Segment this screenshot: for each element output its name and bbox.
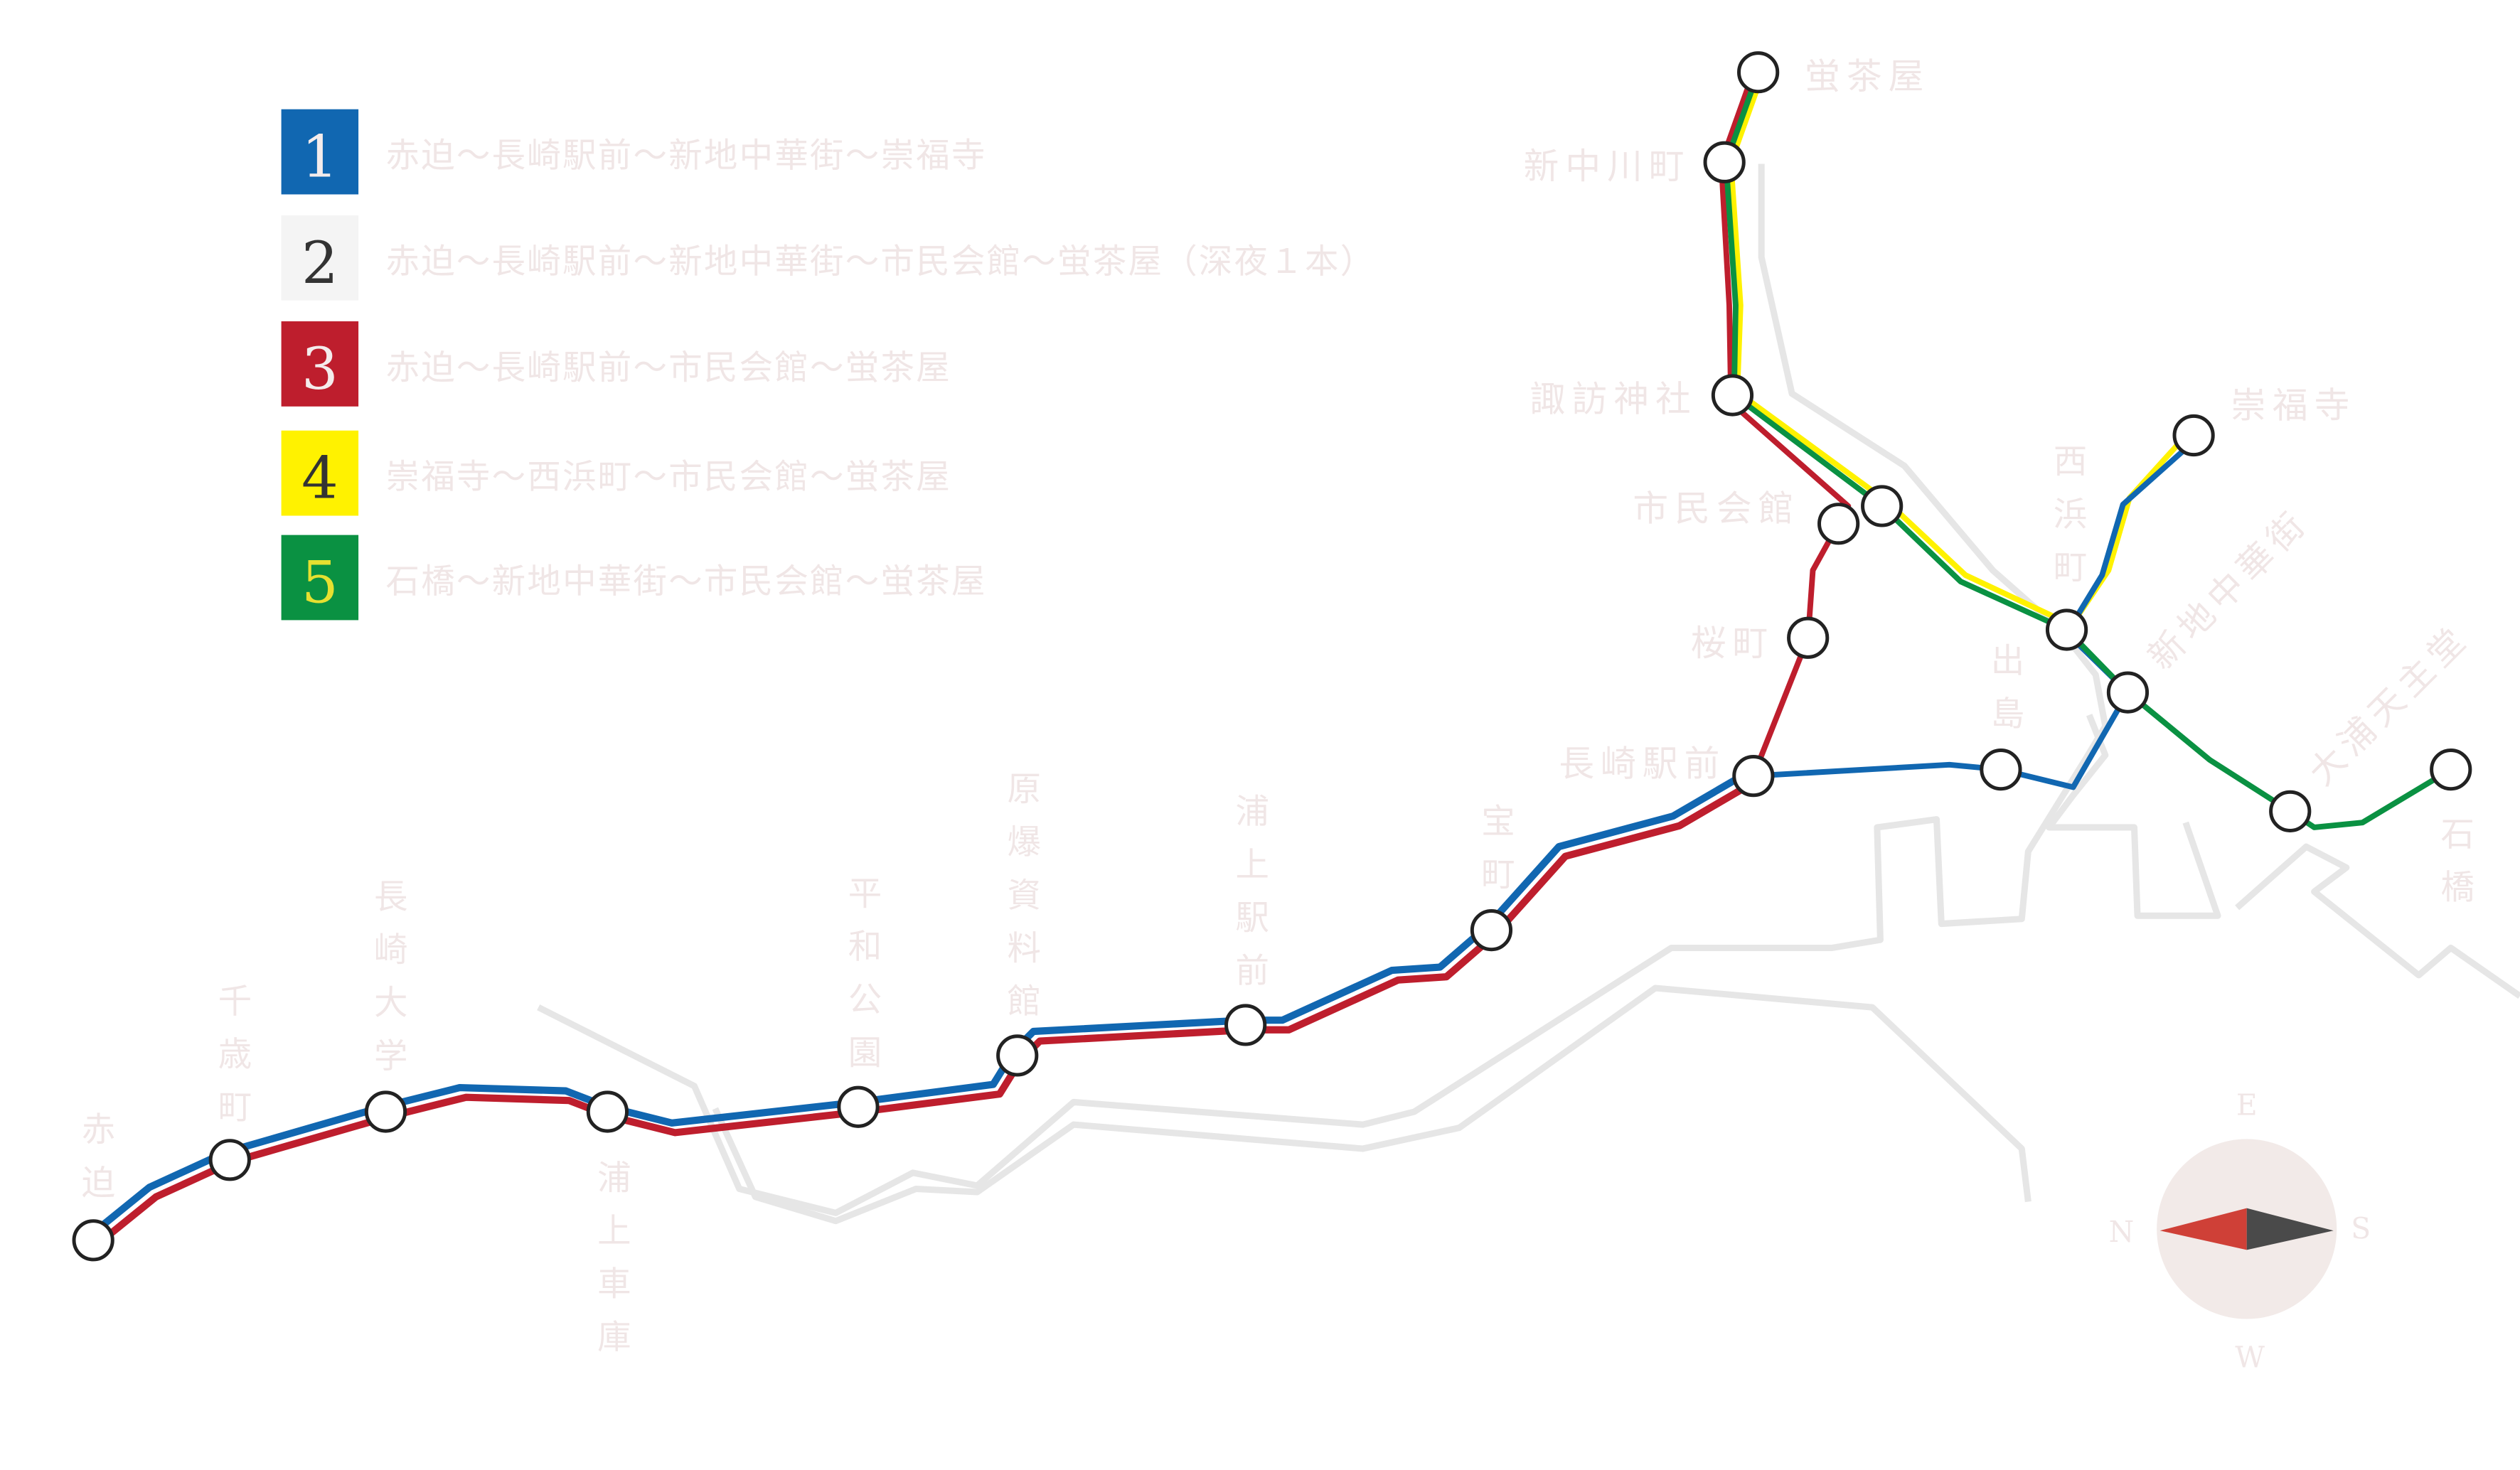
label-shimin-kaikan: 市民会館 [1633,488,1800,529]
station-shimin-kaikan[interactable] [1861,485,1904,527]
label-takaramachi: 宝町 [1475,803,1514,909]
legend: 1 赤迫～長崎駅前～新地中華街～崇福寺 2 赤迫～長崎駅前～新地中華街～市民会館… [281,109,1376,621]
street-line [537,163,2109,1216]
legend-swatch-4 [281,430,359,516]
background-streets [537,163,2520,1225]
compass-east: E [2236,1088,2258,1122]
legend-number-3: 3 [301,336,338,403]
legend-label-5: 石橋～新地中華街～市民会館～蛍茶屋 [386,562,987,601]
route-3-north [1718,69,1852,779]
station-hotarujaya[interactable] [1737,51,1780,94]
label-urakami-ekimae: 浦上駅前 [1229,793,1269,1005]
street-line [712,985,2032,1225]
label-sakuramachi: 桜町 [1691,623,1775,664]
station-dejima[interactable] [1980,748,2022,791]
legend-label-2: 赤迫～長崎駅前～新地中華街～市民会館～蛍茶屋（深夜１本） [386,242,1376,281]
station-nagasaki-ekimae[interactable] [1732,755,1775,798]
station-akasako[interactable] [72,1219,114,1262]
legend-number-5: 5 [301,549,338,617]
legend-swatch-1 [281,109,359,195]
legend-item-2: 2 赤迫～長崎駅前～新地中華街～市民会館～蛍茶屋（深夜１本） [281,215,1376,301]
legend-label-4: 崇福寺～西浜町～市民会館～蛍茶屋 [386,458,951,497]
label-urakami-shako: 浦上車庫 [591,1160,630,1372]
station-oura[interactable] [2269,790,2312,832]
station-urakami-shako[interactable] [586,1090,629,1133]
station-shimin-kaikan-red[interactable] [1817,503,1860,545]
label-nagasaki-daigaku: 長崎大学 [368,879,407,1090]
station-genbaku[interactable] [996,1034,1039,1077]
station-nagasaki-daigaku[interactable] [364,1090,407,1133]
legend-number-1: 1 [301,124,338,191]
compass-needle-south-icon [2246,1208,2334,1250]
compass-needle-north-icon [2159,1208,2247,1250]
label-dejima: 出島 [1985,643,2024,749]
label-genbaku: 原爆資料館 [1001,771,1040,1036]
compass-west: W [2235,1340,2265,1374]
compass: E N S W [2109,1088,2371,1375]
street-line [2046,714,2221,919]
label-sofukuji: 崇福寺 [2231,385,2356,426]
route-4-north [1728,69,2194,628]
station-suwa-jinja[interactable] [1711,374,1754,417]
legend-item-3: 3 赤迫～長崎駅前～市民会館～蛍茶屋 [281,321,951,407]
legend-swatch-2 [281,215,359,301]
legend-item-4: 4 崇福寺～西浜町～市民会館～蛍茶屋 [281,430,951,516]
label-hotarujaya: 蛍茶屋 [1805,55,1930,97]
route-5 [1723,69,2454,830]
station-takaramachi[interactable] [1470,908,1513,952]
label-nagasaki-ekimae: 長崎駅前 [1559,744,1726,785]
compass-north: N [2109,1215,2135,1249]
legend-number-4: 4 [301,445,338,513]
label-nishihamanomachi: 西浜町 [2047,444,2086,603]
station-ishibashi[interactable] [2430,748,2472,791]
station-shin-nakagawa[interactable] [1703,141,1746,183]
station-urakami-ekimae[interactable] [1224,1004,1267,1046]
station-shinchi[interactable] [2106,671,2150,714]
label-shinchi: 新地中華街 [2140,500,2317,677]
stations [72,51,2472,1262]
label-suwa-jinja: 諏訪神社 [1530,379,1697,420]
station-heiwa-koen[interactable] [837,1085,880,1128]
legend-label-3: 赤迫～長崎駅前～市民会館～蛍茶屋 [386,348,951,387]
label-ishibashi: 石橋 [2435,816,2474,922]
street-line [2235,843,2520,999]
station-sakuramachi[interactable] [1787,616,1830,659]
compass-south: S [2351,1212,2371,1246]
station-nishihamanomachi[interactable] [2045,608,2088,651]
legend-number-2: 2 [301,230,338,297]
station-chitosemachi[interactable] [208,1139,251,1181]
legend-swatch-5 [281,535,359,621]
label-chitosemachi: 千歳町 [212,983,251,1142]
route-1-branch [1750,436,2200,790]
legend-swatch-3 [281,321,359,407]
label-shin-nakagawa: 新中川町 [1524,146,1691,187]
label-heiwa-koen: 平和公園 [842,876,881,1088]
legend-item-1: 1 赤迫～長崎駅前～新地中華街～崇福寺 [281,109,987,195]
label-akasako: 赤迫 [75,1112,114,1218]
legend-item-5: 5 石橋～新地中華街～市民会館～蛍茶屋 [281,535,987,621]
station-sofukuji[interactable] [2172,414,2215,457]
legend-label-1: 赤迫～長崎駅前～新地中華街～崇福寺 [386,136,987,176]
